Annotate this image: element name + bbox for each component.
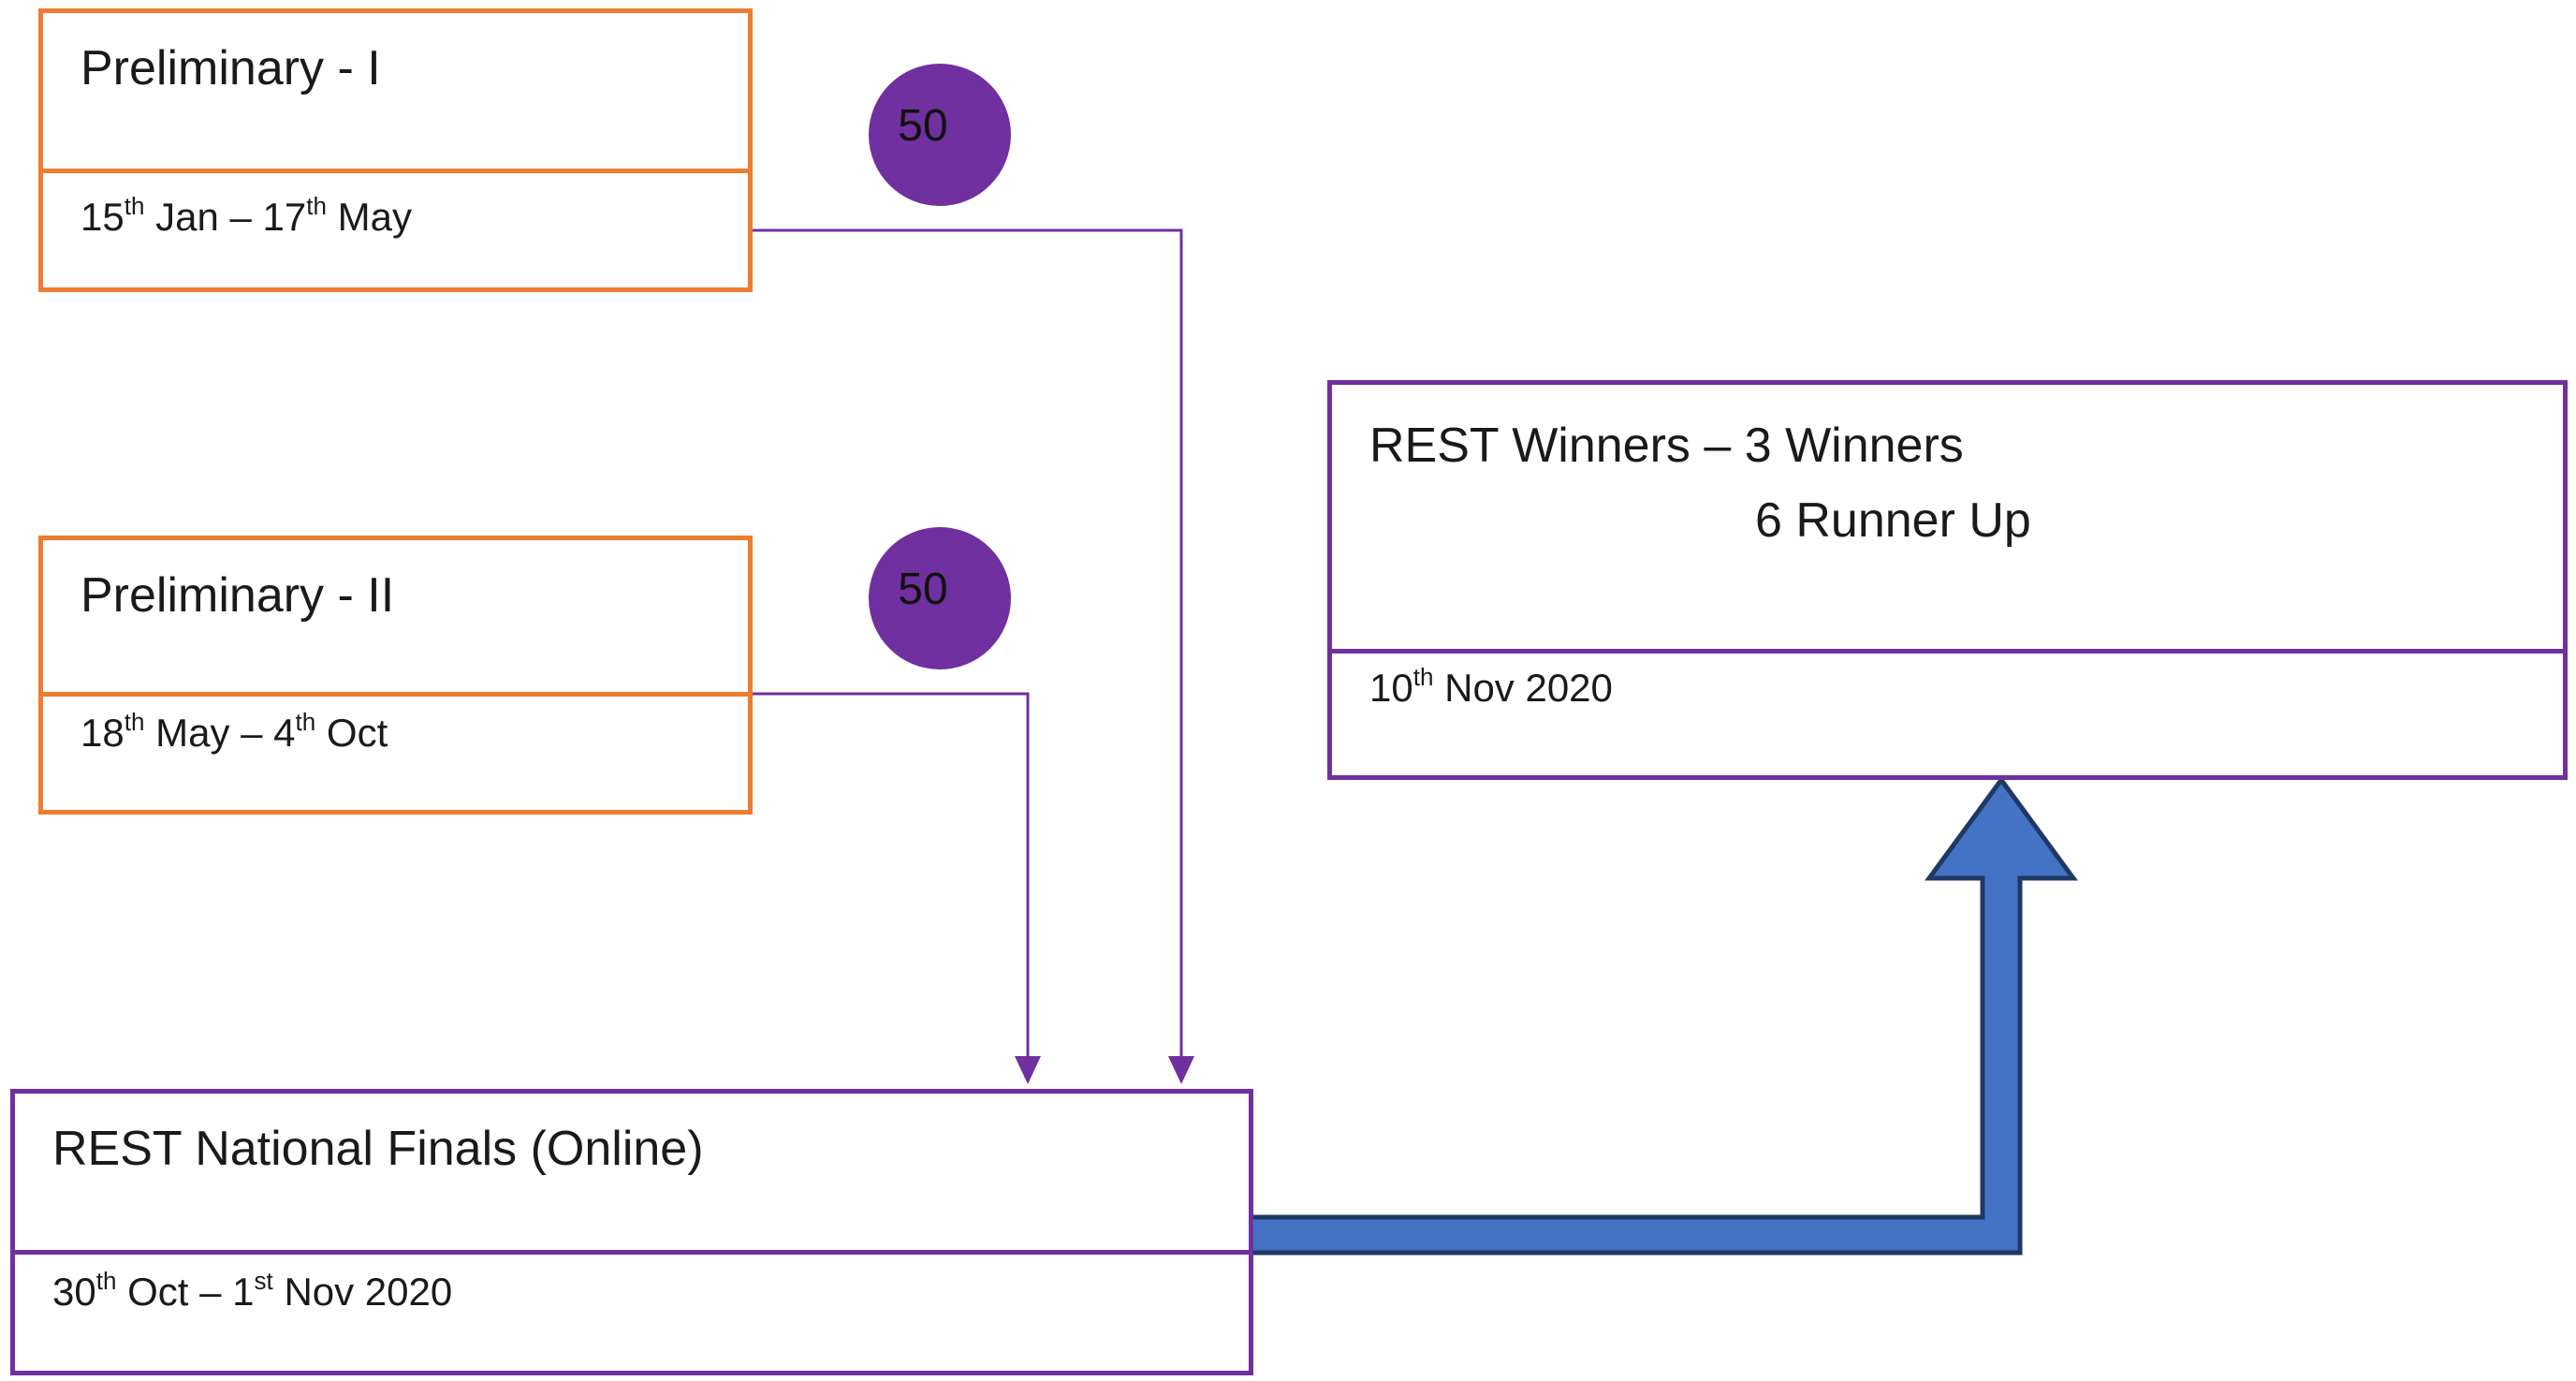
preliminary-2-dates: 18th May – 4th Oct	[80, 708, 388, 756]
date-separator: –	[218, 195, 263, 239]
connector-prelim2-finals	[751, 692, 1030, 1061]
finals-divider	[15, 1250, 1249, 1255]
preliminary-1-title: Preliminary - I	[80, 41, 381, 95]
end-month: Nov 2020	[284, 1270, 453, 1314]
end-day: 17	[262, 195, 307, 239]
end-day: 4	[273, 711, 296, 755]
arrowhead-prelim1	[1168, 1056, 1194, 1084]
preliminary-2-box: Preliminary - II 18th May – 4th Oct	[38, 536, 753, 815]
start-suffix: th	[95, 1267, 117, 1296]
end-month: May	[337, 195, 412, 239]
day: 10	[1369, 666, 1413, 710]
month-year: Nov 2020	[1444, 666, 1613, 710]
connector-prelim1-finals	[751, 228, 1183, 1061]
finals-title: REST National Finals (Online)	[52, 1122, 704, 1176]
count-badge-1-value: 50	[898, 100, 948, 151]
finals-dates: 30th Oct – 1st Nov 2020	[52, 1267, 453, 1315]
winners-divider	[1332, 649, 2563, 654]
arrowhead-prelim2	[1015, 1056, 1041, 1084]
bent-arrow-finals-winners	[1248, 775, 2078, 1256]
winners-box: REST Winners – 3 Winners 6 Runner Up 10t…	[1327, 380, 2568, 780]
start-month: Jan	[155, 195, 219, 239]
start-month: Oct	[127, 1270, 189, 1314]
end-month: Oct	[326, 711, 388, 755]
winners-title-line2: 6 Runner Up	[1755, 493, 2031, 548]
preliminary-1-box: Preliminary - I 15th Jan – 17th May	[38, 8, 753, 292]
end-suffix: st	[254, 1267, 273, 1296]
preliminary-1-divider	[43, 169, 748, 173]
preliminary-2-title: Preliminary - II	[80, 568, 395, 623]
start-month: May	[155, 711, 230, 755]
count-badge-1: 50	[869, 64, 1011, 206]
end-suffix: th	[306, 192, 327, 221]
winners-date: 10th Nov 2020	[1369, 663, 1613, 711]
start-suffix: th	[124, 192, 145, 221]
start-day: 30	[52, 1270, 96, 1314]
date-separator: –	[229, 711, 274, 755]
count-badge-2-value: 50	[898, 564, 948, 614]
finals-box: REST National Finals (Online) 30th Oct –…	[10, 1089, 1253, 1375]
end-day: 1	[232, 1270, 255, 1314]
count-badge-2: 50	[869, 527, 1011, 669]
winners-title-line1: REST Winners – 3 Winners	[1369, 419, 1964, 473]
preliminary-1-dates: 15th Jan – 17th May	[80, 192, 412, 240]
start-day: 18	[80, 711, 124, 755]
day-suffix: th	[1412, 663, 1434, 692]
end-suffix: th	[295, 708, 316, 737]
preliminary-2-divider	[43, 692, 748, 697]
start-day: 15	[80, 195, 124, 239]
date-separator: –	[188, 1270, 233, 1314]
start-suffix: th	[124, 708, 145, 737]
